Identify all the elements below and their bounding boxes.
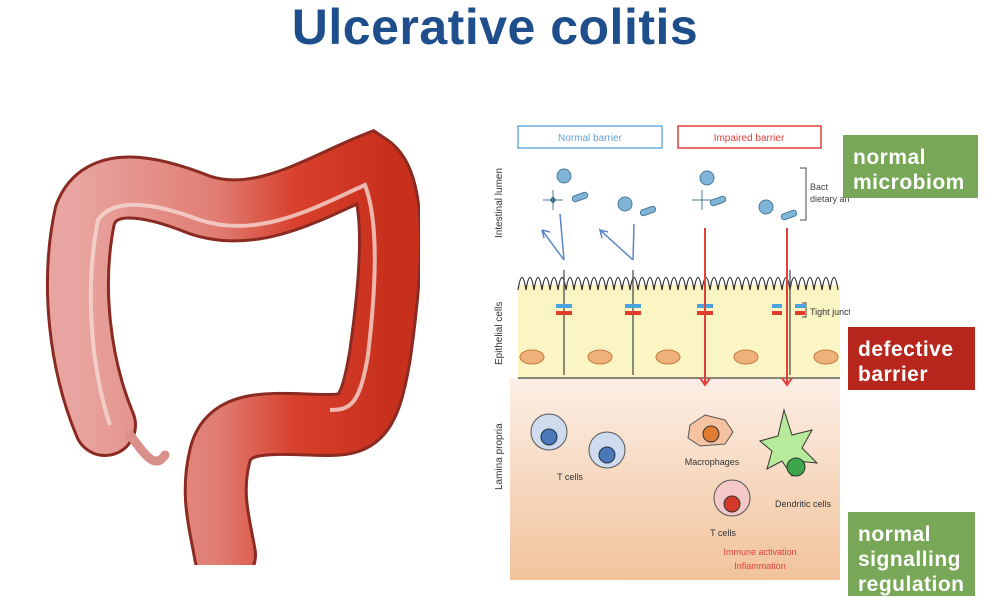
impaired-barrier-box <box>677 125 822 149</box>
epithelial-layer <box>518 285 840 378</box>
dendritic-cell-icon <box>758 408 819 478</box>
normal-barrier-box <box>517 125 663 149</box>
red-arrows <box>699 228 793 387</box>
colon-illustration <box>45 129 420 565</box>
nuclei <box>519 349 839 365</box>
t-cells-left-label: T cells <box>557 472 583 482</box>
bacteria-label: Bact <box>810 182 829 192</box>
t-cell-activated-icon <box>713 479 751 517</box>
normal-microbiom-label: normal microbiom <box>843 135 978 198</box>
dietary-antigens-label: dietary antigens <box>810 194 850 204</box>
epithelial-cells-label: Epithelial cells <box>494 302 505 365</box>
barrier-diagram: Normal barrier Impaired barrier Intestin… <box>494 125 850 580</box>
appendix <box>125 430 170 466</box>
t-cells-left-icons <box>530 413 626 469</box>
macrophages-label: Macrophages <box>685 457 740 467</box>
intestinal-lumen-label: Intestinal lumen <box>494 168 505 238</box>
t-cells-bottom-label: T cells <box>710 528 736 538</box>
immune-activation-label: Immune activation <box>723 547 796 557</box>
normal-signalling-label: normal signalling regulation <box>848 512 975 596</box>
normal-barrier-label: Normal barrier <box>558 133 623 144</box>
impaired-barrier-label: Impaired barrier <box>714 133 785 144</box>
colon-taenia <box>88 182 377 426</box>
defective-barrier-label: defective barrier <box>848 327 975 390</box>
tight-junction-label: Tight junction <box>810 307 850 317</box>
colon-body <box>48 132 419 565</box>
page-title: Ulcerative colitis <box>291 0 699 55</box>
microvilli <box>517 276 839 291</box>
lamina-propria-label: Lamina propria <box>494 423 505 490</box>
bacteria-bracket <box>800 167 807 221</box>
macrophage-icon <box>687 414 734 447</box>
dendritic-cells-label: Dendritic cells <box>775 499 832 509</box>
blue-arrows <box>541 213 635 261</box>
inflammation-label: Inflammation <box>734 561 786 571</box>
bacteria-icons <box>543 168 798 221</box>
tight-junction-bracket <box>802 302 807 318</box>
